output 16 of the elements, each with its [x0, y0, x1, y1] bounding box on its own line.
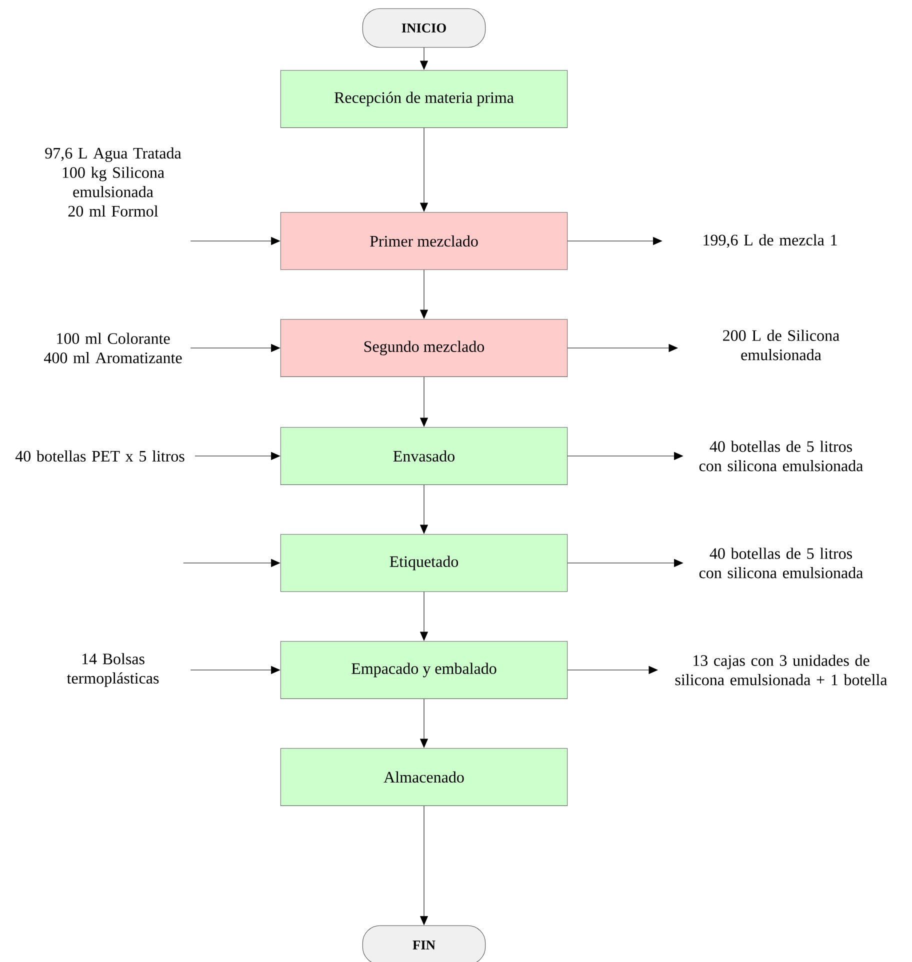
- flow-quantity-text: 14 Bolsas termoplásticas: [66, 653, 159, 687]
- process-box: Segundo mezclado: [280, 319, 568, 377]
- process-box: Recepción de materia prima: [280, 70, 568, 128]
- flow-quantity-text: 97,6 L Agua Tratada 100 kg Silicona emulsionada 20 ml Formol: [45, 147, 182, 217]
- flow-quantity-text: 13 cajas con 3 unidades de silicona emulsionada + 1 botella: [675, 654, 888, 686]
- flow-quantity-text: 40 botellas de 5 litros con silicona emulsionada: [699, 548, 863, 578]
- flow-quantity-text: 200 L de Silicona emulsionada: [723, 330, 840, 360]
- flow-quantity-text: 40 botellas de 5 litros con silicona emulsionada: [699, 440, 863, 472]
- process-box: Etiquetado: [280, 534, 568, 592]
- flow-quantity-text: 100 ml Colorante 400 ml Aromatizante: [44, 332, 182, 364]
- process-box: Envasado: [280, 427, 568, 485]
- process-box: Empacado y embalado: [280, 641, 568, 699]
- flow-quantity-text: 40 botellas PET x 5 litros: [15, 450, 184, 462]
- process-box: Primer mezclado: [280, 212, 568, 270]
- process-box: Almacenado: [280, 748, 568, 806]
- flow-quantity-text: 199,6 L de mezcla 1: [704, 234, 837, 248]
